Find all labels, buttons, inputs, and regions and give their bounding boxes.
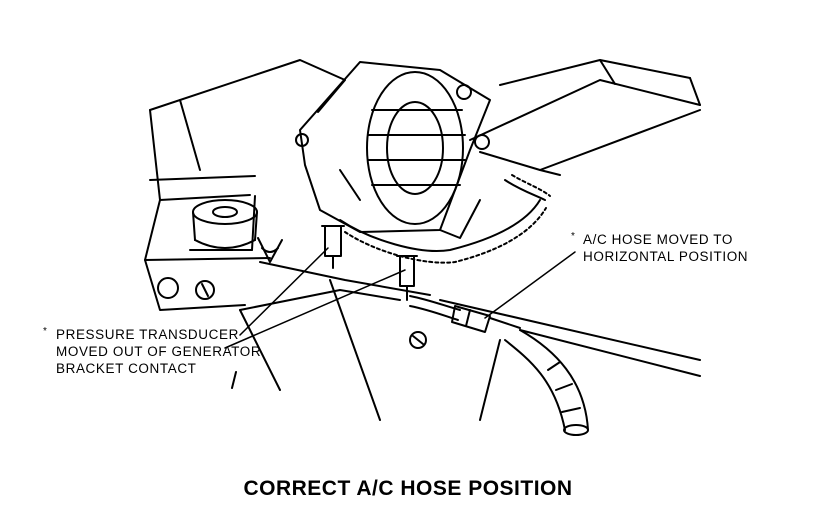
generator — [295, 61, 491, 239]
callout-pressure-transducer: * PRESSURE TRANSDUCER MOVED OUT OF GENER… — [43, 326, 262, 377]
callout-line: MOVED OUT OF GENERATOR — [56, 344, 262, 359]
callout-line: A/C HOSE MOVED TO — [583, 232, 733, 247]
callout-line: HORIZONTAL POSITION — [583, 249, 749, 264]
callout-line: BRACKET CONTACT — [56, 361, 197, 376]
callout-ac-hose: * A/C HOSE MOVED TO HORIZONTAL POSITION — [571, 231, 749, 265]
figure-caption: CORRECT A/C HOSE POSITION — [243, 477, 573, 500]
lower-frame — [231, 261, 701, 421]
ac-hose-descending — [504, 329, 589, 436]
mount-bolts — [157, 237, 283, 300]
callout-mark: * — [43, 326, 48, 337]
pressure-transducer — [321, 225, 418, 301]
leader-lines — [224, 247, 576, 349]
generator-bracket — [469, 59, 701, 176]
callout-mark: * — [571, 231, 576, 242]
ac-hose-horizontal — [409, 295, 521, 333]
ac-hose-coil — [339, 174, 551, 264]
engine-housing — [144, 59, 346, 311]
filler-cap — [192, 199, 258, 249]
callout-line: PRESSURE TRANSDUCER — [56, 327, 239, 342]
